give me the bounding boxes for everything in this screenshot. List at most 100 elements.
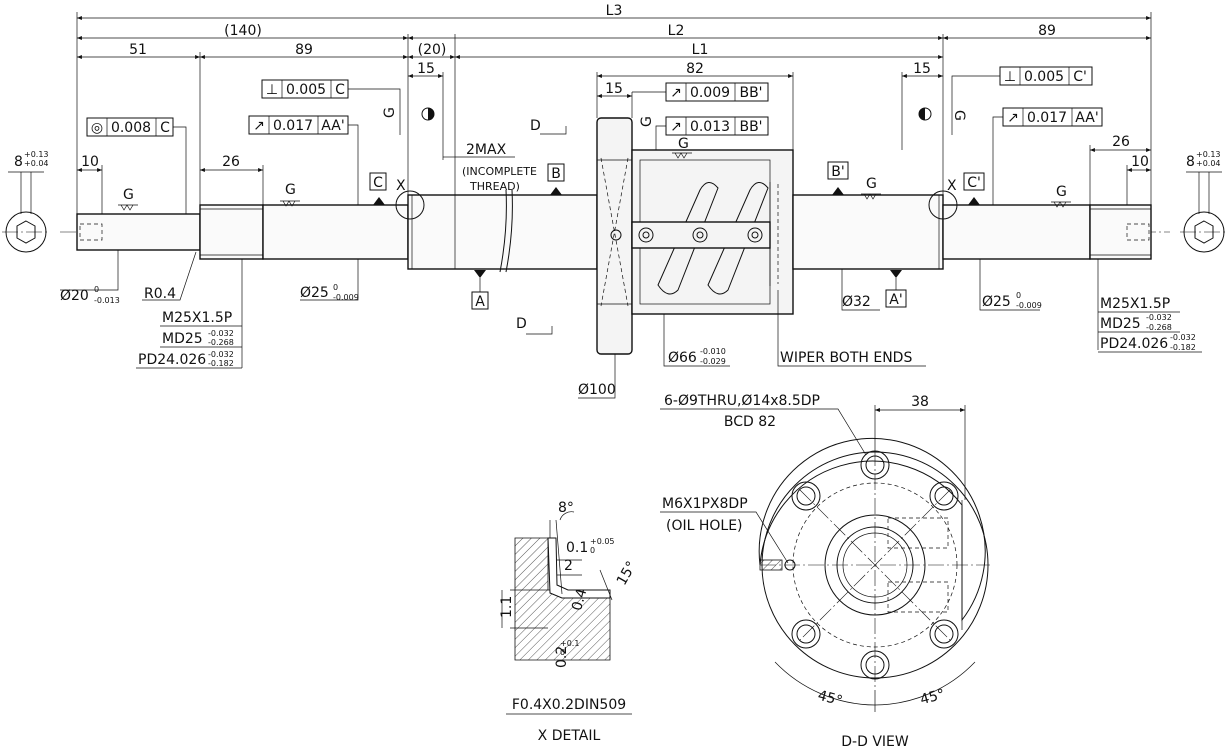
datums: C B A B' A' C' (369, 161, 985, 310)
thread-right (1089, 204, 1152, 260)
bearing-seat-right (942, 204, 1091, 260)
gdt-frames: ⊥ 0.005 C ◎ 0.008 C ↗ 0.017 AA' ↗ 0.009 … (86, 66, 1103, 214)
return-slot-2 (707, 182, 769, 295)
dd-title: D-D VIEW (841, 734, 909, 750)
svg-text:Ø25: Ø25 (982, 294, 1011, 310)
svg-text:↗: ↗ (670, 85, 682, 101)
x-mark-left: X (396, 178, 406, 194)
svg-text:MD25: MD25 (162, 331, 203, 347)
x-detail: 8° 0.1 +0.05 0 2 0.4 1.1 0.2 +0.1 0 15° … (499, 500, 640, 744)
datum-B-prime: B' (831, 164, 844, 180)
svg-text:8: 8 (14, 154, 23, 170)
svg-text:-0.013: -0.013 (94, 296, 120, 305)
tube-plate (631, 221, 771, 249)
bottom-callouts: Ø20 0 -0.013 R0.4 M25X1.5P MD25 -0.032 -… (60, 250, 1202, 399)
dim-L3: L3 (606, 3, 623, 19)
svg-text:-0.032: -0.032 (208, 350, 234, 359)
dim-10-left: 10 (81, 154, 99, 170)
detail-spec: F0.4X0.2DIN509 (512, 697, 626, 713)
nut-flange (596, 117, 633, 355)
dim-15-flange: 15 (605, 81, 623, 97)
detail-title: X DETAIL (538, 728, 601, 744)
detail-04: 0.4 (569, 587, 590, 613)
svg-text:0.017: 0.017 (1027, 110, 1067, 126)
x-mark-right: X (947, 178, 957, 194)
svg-text:G: G (285, 182, 296, 198)
dim-51: 51 (129, 42, 147, 58)
journal-left (76, 213, 201, 251)
oil-callout-2: (OIL HOLE) (666, 518, 743, 534)
svg-text:0.017: 0.017 (273, 118, 313, 134)
detail-11: 1.1 (499, 596, 515, 618)
svg-text:BB': BB' (739, 119, 762, 135)
svg-text:+0.13: +0.13 (1196, 150, 1221, 159)
svg-text:-0.032: -0.032 (1170, 333, 1196, 342)
holes-callout-1: 6-Ø9THRU,Ø14x8.5DP (664, 393, 820, 409)
svg-text:G: G (951, 110, 967, 121)
svg-text:C': C' (1073, 69, 1087, 85)
svg-text:G: G (123, 187, 134, 203)
dim-2max: 2MAX (466, 142, 507, 158)
end-view-left: 8 +0.13 +0.04 (2, 150, 50, 253)
svg-text:M25X1.5P: M25X1.5P (162, 310, 232, 326)
detail-8deg: 8° (558, 500, 574, 516)
thread-left (199, 204, 264, 260)
dim-89-right: 89 (1038, 23, 1056, 39)
dim-15-right: 15 (913, 61, 931, 77)
bearing-seat-left (262, 204, 409, 260)
svg-text:R0.4: R0.4 (144, 286, 176, 302)
svg-text:0: 0 (560, 648, 565, 657)
svg-text:↗: ↗ (670, 119, 682, 135)
svg-text:AA': AA' (321, 118, 344, 134)
datum-A: A (475, 294, 485, 310)
detail-15deg: 15° (614, 559, 640, 589)
svg-text:◎: ◎ (91, 120, 103, 136)
svg-text:G: G (382, 107, 398, 118)
svg-text:↗: ↗ (253, 118, 265, 134)
datum-A-prime: A' (889, 292, 902, 308)
side-view: X X G G G G G G G G D D (60, 107, 1170, 355)
section-d-top: D (530, 118, 541, 134)
angle-45-left: 45° (816, 688, 844, 710)
svg-text:Ø20: Ø20 (60, 288, 89, 304)
svg-text:0: 0 (590, 546, 595, 555)
detail-2: 2 (564, 558, 573, 574)
svg-text:+0.04: +0.04 (1196, 159, 1221, 168)
dd-view: 38 45° 45° 6-Ø9THRU,Ø14x8.5DP BCD 82 M6X… (660, 393, 990, 750)
svg-text:+0.05: +0.05 (590, 537, 615, 546)
dim-10-right: 10 (1131, 154, 1149, 170)
svg-text:Ø25: Ø25 (300, 285, 329, 301)
svg-text:0.013: 0.013 (690, 119, 730, 135)
bolt-holes (791, 450, 959, 680)
svg-text:-0.029: -0.029 (700, 357, 726, 366)
svg-text:-0.009: -0.009 (1016, 301, 1042, 310)
svg-text:0.005: 0.005 (1024, 69, 1064, 85)
dim-26-left: 26 (222, 154, 240, 170)
svg-text:AA': AA' (1075, 110, 1098, 126)
dim-89-left: 89 (295, 42, 313, 58)
svg-text:G: G (1056, 184, 1067, 200)
svg-text:C: C (160, 120, 170, 136)
svg-text:↗: ↗ (1007, 110, 1019, 126)
svg-text:-0.182: -0.182 (208, 359, 234, 368)
g-marks: G G G G G G G G (118, 107, 1071, 211)
svg-text:Ø66: Ø66 (668, 350, 697, 366)
svg-text:PD24.026: PD24.026 (138, 352, 206, 368)
svg-text:0: 0 (94, 285, 99, 294)
svg-text:G: G (678, 136, 689, 152)
svg-text:0.008: 0.008 (111, 120, 151, 136)
svg-text:+0.1: +0.1 (560, 639, 579, 648)
svg-text:-0.010: -0.010 (700, 347, 726, 356)
detail-01: 0.1 (566, 540, 588, 556)
svg-text:+0.13: +0.13 (24, 150, 49, 159)
svg-text:0: 0 (333, 283, 338, 292)
svg-text:-0.032: -0.032 (208, 329, 234, 338)
dim-15-left: 15 (417, 61, 435, 77)
svg-text:0.009: 0.009 (690, 85, 730, 101)
dim-L1: L1 (692, 42, 709, 58)
note-incomplete-1: (INCOMPLETE (462, 165, 537, 178)
svg-text:G: G (639, 116, 655, 127)
svg-text:-0.009: -0.009 (333, 293, 359, 302)
svg-text:Ø100: Ø100 (578, 382, 616, 398)
